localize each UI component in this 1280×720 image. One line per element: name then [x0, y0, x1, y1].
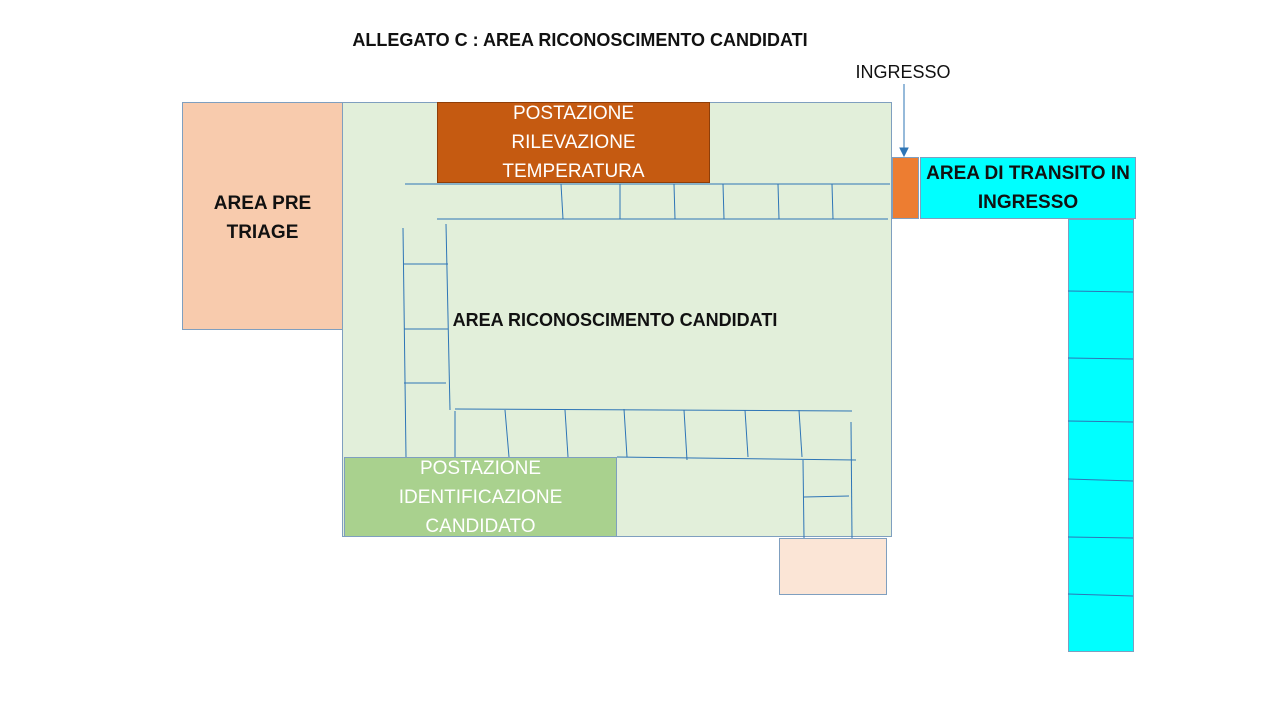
- transit-area: AREA DI TRANSITO IN INGRESSO: [920, 157, 1136, 219]
- exit-box: [779, 538, 887, 595]
- transit-divider: [1067, 357, 1134, 360]
- left-queue-line: [445, 223, 451, 411]
- bottom-queue-line: [454, 408, 853, 412]
- top-queue-divider: [673, 183, 676, 220]
- bottom-queue-divider: [564, 409, 569, 458]
- bottom-queue-divider: [504, 409, 510, 458]
- entrance-label: INGRESSO: [855, 62, 951, 82]
- bottom-queue-line: [616, 456, 857, 461]
- transit-area-label: AREA DI TRANSITO IN INGRESSO: [926, 163, 1130, 213]
- pre-triage-area: AREA PRE TRIAGE: [182, 102, 343, 330]
- main-area-label: AREA RICONOSCIMENTO CANDIDATI: [452, 310, 778, 330]
- diagram-title: ALLEGATO C : AREA RICONOSCIMENTO CANDIDA…: [352, 30, 808, 50]
- transit-divider: [1067, 536, 1134, 539]
- top-queue-divider: [777, 183, 780, 220]
- exit-queue-line: [802, 459, 805, 539]
- transit-divider: [1067, 478, 1134, 482]
- temperature-station-label: POSTAZIONE RILEVAZIONE TEMPERATURA: [502, 103, 645, 182]
- identification-station-label: POSTAZIONE IDENTIFICAZIONE CANDIDATO: [398, 457, 563, 537]
- identification-station: POSTAZIONE IDENTIFICAZIONE CANDIDATO: [344, 457, 617, 537]
- entrance-door: [892, 157, 919, 219]
- entrance-arrow-head: [899, 147, 909, 158]
- exit-queue-line: [850, 421, 853, 539]
- bottom-queue-divider: [744, 409, 749, 458]
- transit-divider: [1067, 593, 1134, 597]
- top-queue-divider: [560, 183, 564, 220]
- top-queue-divider: [831, 183, 834, 220]
- transit-divider: [1067, 420, 1134, 423]
- pre-triage-label: AREA PRE TRIAGE: [213, 193, 312, 243]
- bottom-queue-divider: [623, 408, 628, 458]
- temperature-station: POSTAZIONE RILEVAZIONE TEMPERATURA: [437, 102, 710, 183]
- exit-queue-divider: [803, 495, 850, 498]
- transit-divider: [1067, 290, 1134, 293]
- top-queue-divider: [722, 183, 725, 220]
- bottom-queue-divider: [683, 409, 688, 461]
- bottom-queue-divider: [798, 409, 803, 458]
- left-queue-line: [402, 227, 407, 458]
